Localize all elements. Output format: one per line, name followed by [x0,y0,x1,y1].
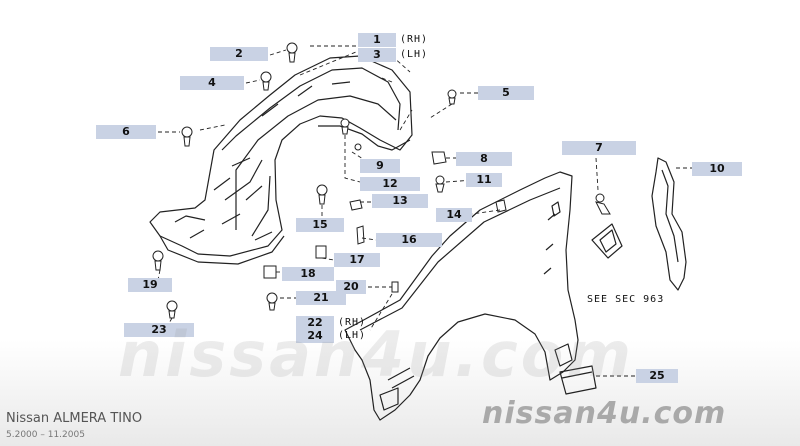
callout-23[interactable]: 23 [124,323,194,337]
callout-25[interactable]: 25 [636,369,678,383]
callout-7[interactable]: 7 [562,141,636,155]
callout-19[interactable]: 19 [128,278,172,292]
seal-strip [651,157,687,291]
callout-16[interactable]: 16 [376,233,442,247]
production-period: 5.2000 – 11.2005 [6,430,85,440]
callout-2[interactable]: 2 [210,47,268,61]
callout-14[interactable]: 14 [436,208,472,222]
callout-24[interactable]: 24 [296,329,334,343]
callout-17[interactable]: 17 [334,253,380,267]
callout-12[interactable]: 12 [360,177,420,191]
fender-bracket [591,223,623,259]
watermark-corner: nissan4u.com [482,396,727,431]
note-rh-1: (RH) [400,34,429,45]
fender-liner [149,55,413,265]
front-fender [344,171,579,421]
callout-18[interactable]: 18 [282,267,334,281]
callout-5[interactable]: 5 [478,86,534,100]
callout-22[interactable]: 22 [296,316,334,330]
watermark-main: nissan4u.com [118,318,634,391]
callout-15[interactable]: 15 [296,218,344,232]
callout-8[interactable]: 8 [456,152,512,166]
callout-9[interactable]: 9 [360,159,400,173]
note-lh-24: (LH) [338,330,367,341]
callout-20[interactable]: 20 [336,280,366,294]
floor-gradient [0,340,800,446]
mud-flap [559,365,597,395]
callout-10[interactable]: 10 [692,162,742,176]
model-title: Nissan ALMERA TINO [6,411,143,426]
callout-1[interactable]: 1 [358,33,396,47]
callout-4[interactable]: 4 [180,76,244,90]
note-rh-22: (RH) [338,317,367,328]
see-sec-note: SEE SEC 963 [587,294,665,305]
leader-lines [157,45,692,377]
note-lh-3: (LH) [400,49,429,60]
callout-13[interactable]: 13 [372,194,428,208]
callout-21[interactable]: 21 [296,291,346,305]
callout-3[interactable]: 3 [358,48,396,62]
callout-6[interactable]: 6 [96,125,156,139]
callout-11[interactable]: 11 [466,173,502,187]
fasteners [152,42,611,319]
